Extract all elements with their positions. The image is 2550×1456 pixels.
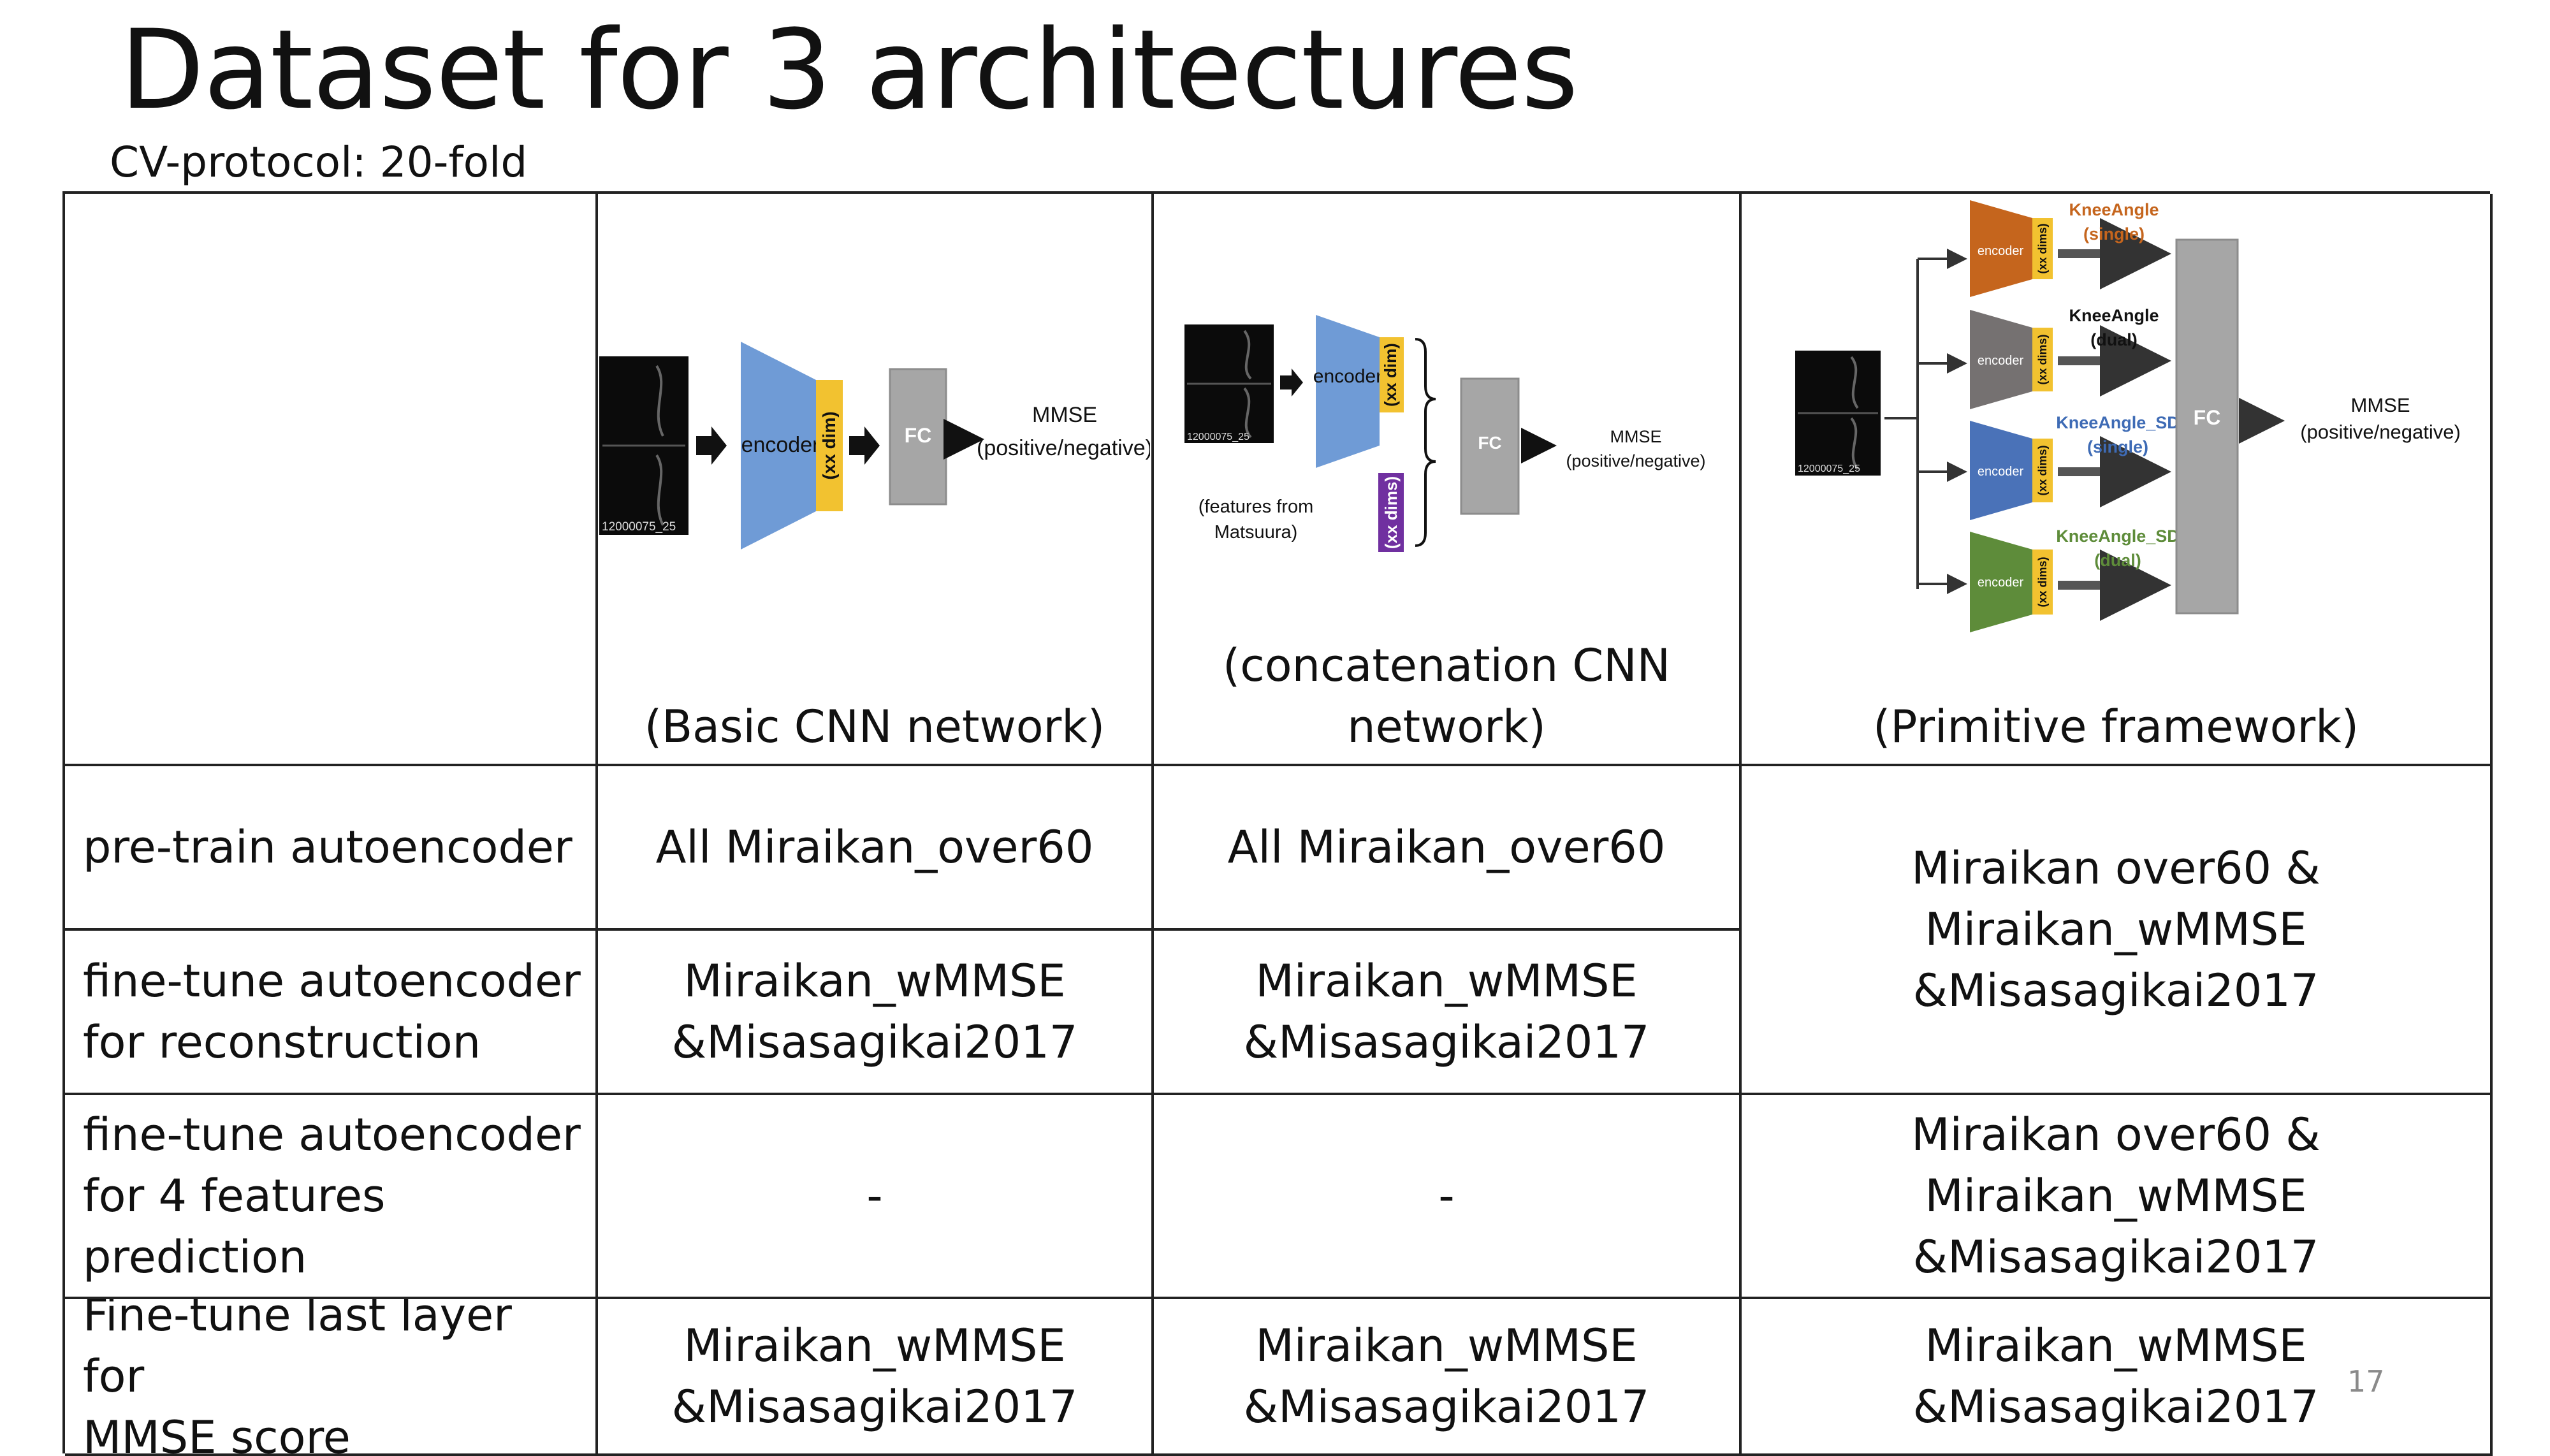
page-number: 17 [2347,1364,2385,1399]
table-cell-merged: Miraikan over60 & Miraikan_wMMSE &Misasa… [1742,766,2493,1095]
latent-label: (xx dim) [819,411,839,479]
encoder-label: encoder [1978,354,2024,368]
branch-1: encoder (xx dims) KneeAngle (single) [1970,200,2171,297]
encoder-label: encoder [1313,366,1382,387]
arrow-icon [1280,368,1303,397]
encoder-label: encoder [741,433,820,457]
input-image: 12000075_25 [599,356,688,535]
latent-block [816,380,843,511]
fc-block [2175,238,2239,615]
feature-label-line1: (features from [1198,497,1314,517]
latent-block [2032,439,2053,502]
feature-label-line2: Matsuura) [1214,522,1298,542]
row-label: fine-tune autoencoder for 4 features pre… [65,1095,598,1299]
arrow-icon [849,426,880,465]
input-image: 12000075_25 [1795,351,1881,476]
branch-label-line1: KneeAngle [2069,306,2159,325]
header-basic-cnn: 12000075_25 encoder (xx dim) FC MMSE (po… [598,194,1154,766]
row-label: Fine-tune last layer for MMSE score [65,1299,598,1456]
encoder-block [1970,421,2032,520]
encoder-block [1970,532,2032,632]
table-cell: Miraikan_wMMSE &Misasagikai2017 [598,931,1154,1095]
header-concat-cnn: 12000075_25 encoder (xx dim) (features f… [1154,194,1742,766]
dataset-table: 12000075_25 encoder (xx dim) FC MMSE (po… [62,191,2493,1456]
encoder-block [1316,315,1380,468]
concat-cnn-diagram: 12000075_25 encoder (xx dim) (features f… [1184,315,1706,552]
fc-label: FC [905,424,932,447]
concat-bracket [1415,338,1436,421]
branch-label-line2: (single) [2083,224,2145,244]
table-cell: Miraikan_wMMSE &Misasagikai2017 [1154,931,1742,1095]
header-caption: (Primitive framework) [1872,701,2359,753]
encoder-block [741,342,816,550]
table-cell: - [598,1095,1154,1299]
table-cell: All Miraikan_over60 [598,766,1154,931]
table-cell: Miraikan_wMMSE &Misasagikai2017 [1154,1299,1742,1456]
output-label-line1: MMSE [1610,427,1662,446]
latent-label: (xx dim) [1381,343,1400,407]
latent-label: (xx dims) [2036,557,2049,607]
slide-title: Dataset for 3 architectures [120,6,1578,134]
encoder-label: encoder [1978,576,2024,590]
encoder-label: encoder [1978,465,2024,479]
encoder-block [1970,200,2032,297]
header-primitive-framework: 12000075_25 encoder (xx dims) KneeAngle … [1742,194,2493,766]
output-label-line2: (positive/negative) [977,436,1150,460]
latent-label: (xx dims) [2036,334,2049,384]
header-caption: (Basic CNN network) [644,701,1105,753]
branch-2: encoder (xx dims) KneeAngle (dual) [1970,306,2171,409]
fc-block [889,368,947,506]
feature-dims-label: (xx dims) [1381,476,1401,549]
header-empty-cell [65,194,598,766]
latent-block [2032,328,2053,391]
primitive-framework-diagram: 12000075_25 encoder (xx dims) KneeAngle … [1795,200,2461,632]
latent-label: (xx dims) [2036,445,2049,495]
branch-label-line1: KneeAngle_SD [2056,413,2180,432]
branch-3: encoder (xx dims) KneeAngle_SD (single) [1970,413,2180,520]
latent-block [2032,218,2053,279]
table-cell: Miraikan over60 & Miraikan_wMMSE &Misasa… [1742,1095,2493,1299]
slide-subtitle: CV-protocol: 20-fold [110,138,528,187]
image-id-text: 12000075_25 [1798,463,1860,474]
concat-bracket [1415,421,1436,547]
header-caption: (concatenation CNN network) [1222,639,1671,753]
image-id-text: 12000075_25 [602,520,676,534]
arrow-icon [696,426,727,465]
output-label-line2: (positive/negative) [2300,421,2461,443]
latent-block [1380,337,1404,412]
latent-label: (xx dims) [2036,223,2049,273]
branch-label-line1: KneeAngle [2069,200,2159,219]
output-label-line1: MMSE [2351,394,2410,416]
table-cell: All Miraikan_over60 [1154,766,1742,931]
branch-label-line2: (dual) [2094,551,2141,570]
branch-label-line2: (dual) [2090,330,2138,349]
encoder-block [1970,310,2032,409]
output-label-line2: (positive/negative) [1566,451,1705,470]
fc-block [1460,377,1520,515]
image-id-text: 12000075_25 [1187,432,1250,442]
encoder-label: encoder [1978,244,2024,258]
branch-4: encoder (xx dims) KneeAngle_SD (dual) [1970,527,2180,632]
row-label: pre-train autoencoder [65,766,598,931]
branch-label-line1: KneeAngle_SD [2056,527,2180,546]
output-label-line1: MMSE [1032,403,1097,427]
latent-block [2032,550,2053,615]
fc-label: FC [1478,433,1501,453]
basic-cnn-diagram: 12000075_25 encoder (xx dim) FC MMSE (po… [599,342,1150,550]
table-cell: Miraikan_wMMSE &Misasagikai2017 [598,1299,1154,1456]
branch-label-line2: (single) [2087,437,2148,456]
row-label: fine-tune autoencoder for reconstruction [65,931,598,1095]
fc-label: FC [2194,406,2221,429]
input-image: 12000075_25 [1184,324,1274,443]
table-cell: - [1154,1095,1742,1299]
table-cell: Miraikan_wMMSE &Misasagikai2017 [1742,1299,2493,1456]
feature-block [1378,473,1404,552]
